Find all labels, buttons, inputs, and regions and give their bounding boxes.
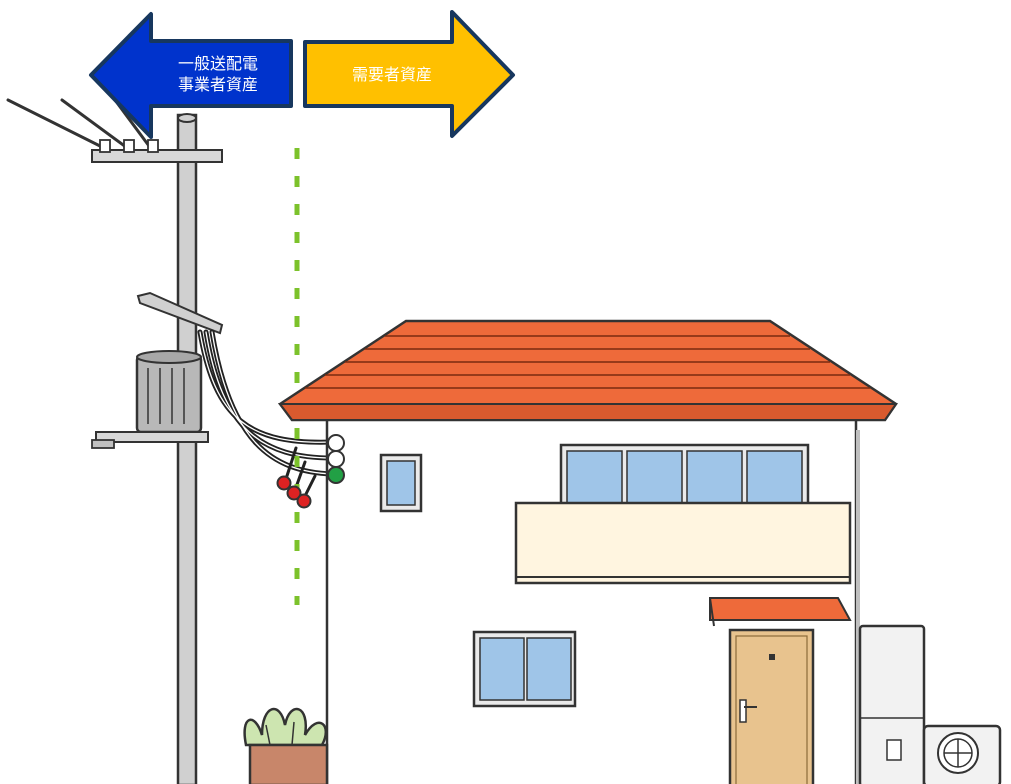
roof — [278, 319, 898, 422]
water-heater-unit — [858, 624, 926, 784]
utility-pole — [91, 113, 224, 784]
utility-assets-label: 一般送配電 事業者資産 — [148, 53, 288, 95]
crossarm-top — [91, 139, 223, 163]
utility-assets-arrow — [89, 12, 293, 139]
potted-plant — [243, 707, 329, 784]
utility-assets-label-line2: 事業者資産 — [177, 75, 258, 94]
lower-window — [472, 630, 577, 708]
house — [276, 319, 898, 784]
upper-window — [559, 443, 810, 507]
service-drop-cables — [197, 329, 336, 502]
crossarm-bottom — [91, 431, 209, 449]
utility-assets-label-line1: 一般送配電 — [177, 54, 258, 73]
service-insulators — [276, 434, 345, 509]
bracket-arm — [136, 291, 224, 335]
door-awning — [709, 597, 852, 621]
small-window — [379, 453, 423, 513]
balcony — [514, 501, 852, 585]
customer-assets-label: 需要者資産 — [351, 65, 432, 84]
customer-assets-arrow — [303, 10, 515, 138]
ac-outdoor-unit — [922, 724, 1002, 784]
transformer — [135, 350, 203, 434]
front-door — [728, 628, 815, 784]
